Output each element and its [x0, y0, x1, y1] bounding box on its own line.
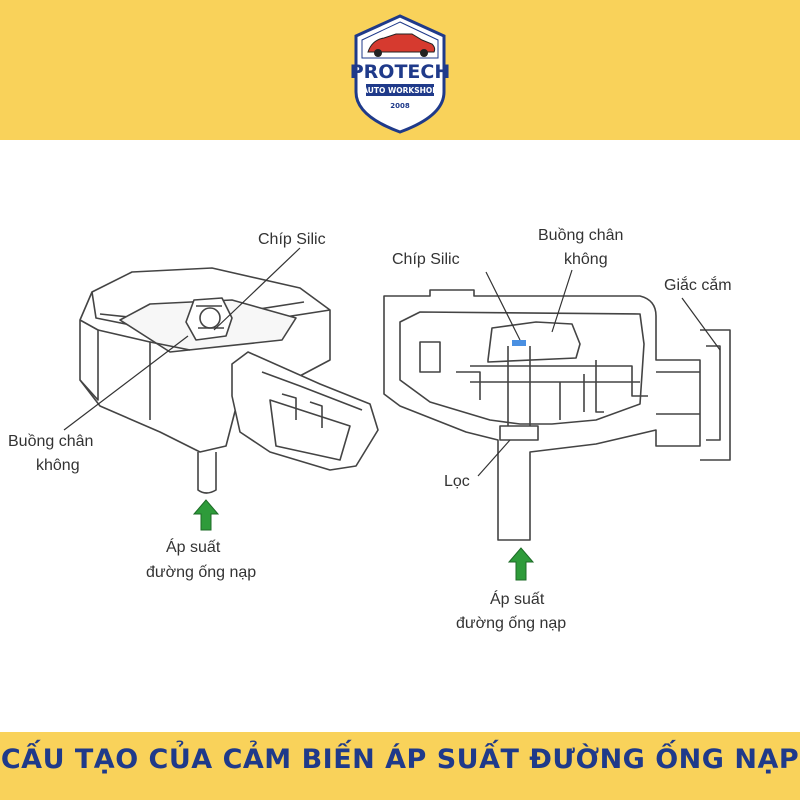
right-chip-label: Chíp Silic [392, 251, 460, 268]
right-chamber-label-line1: Buồng chân [538, 227, 623, 244]
protech-logo: PROTECH AUTO WORKSHOP 2008 [350, 14, 451, 134]
pressure-arrow-left [192, 499, 220, 531]
chip-marker [512, 340, 526, 346]
right-pressure-label-line1: Áp suất [490, 589, 545, 608]
left-chamber-label-line1: Buồng chân [8, 433, 93, 450]
filter-label: Lọc [444, 473, 470, 490]
pressure-arrow-right [507, 547, 535, 581]
logo-title: PROTECH [350, 61, 451, 83]
left-chip-label: Chíp Silic [258, 231, 326, 248]
right-chamber-label-line2: không [564, 251, 608, 268]
sensor-3d-illustration [63, 247, 379, 494]
page-caption: CẤU TẠO CỦA CẢM BIẾN ÁP SUẤT ĐƯỜNG ỐNG N… [0, 744, 800, 775]
car-icon [367, 33, 436, 57]
connector-label: Giắc cắm [664, 275, 732, 294]
sensor-cross-section [383, 269, 731, 541]
right-pressure-label-line2: đường ống nạp [456, 615, 566, 632]
left-chamber-label-line2: không [36, 457, 80, 474]
footer-band [0, 732, 800, 800]
left-pressure-label-line1: Áp suất [166, 537, 221, 556]
logo-year: 2008 [390, 102, 410, 110]
logo-subtitle: AUTO WORKSHOP [362, 86, 438, 95]
left-pressure-label-line2: đường ống nạp [146, 564, 256, 581]
